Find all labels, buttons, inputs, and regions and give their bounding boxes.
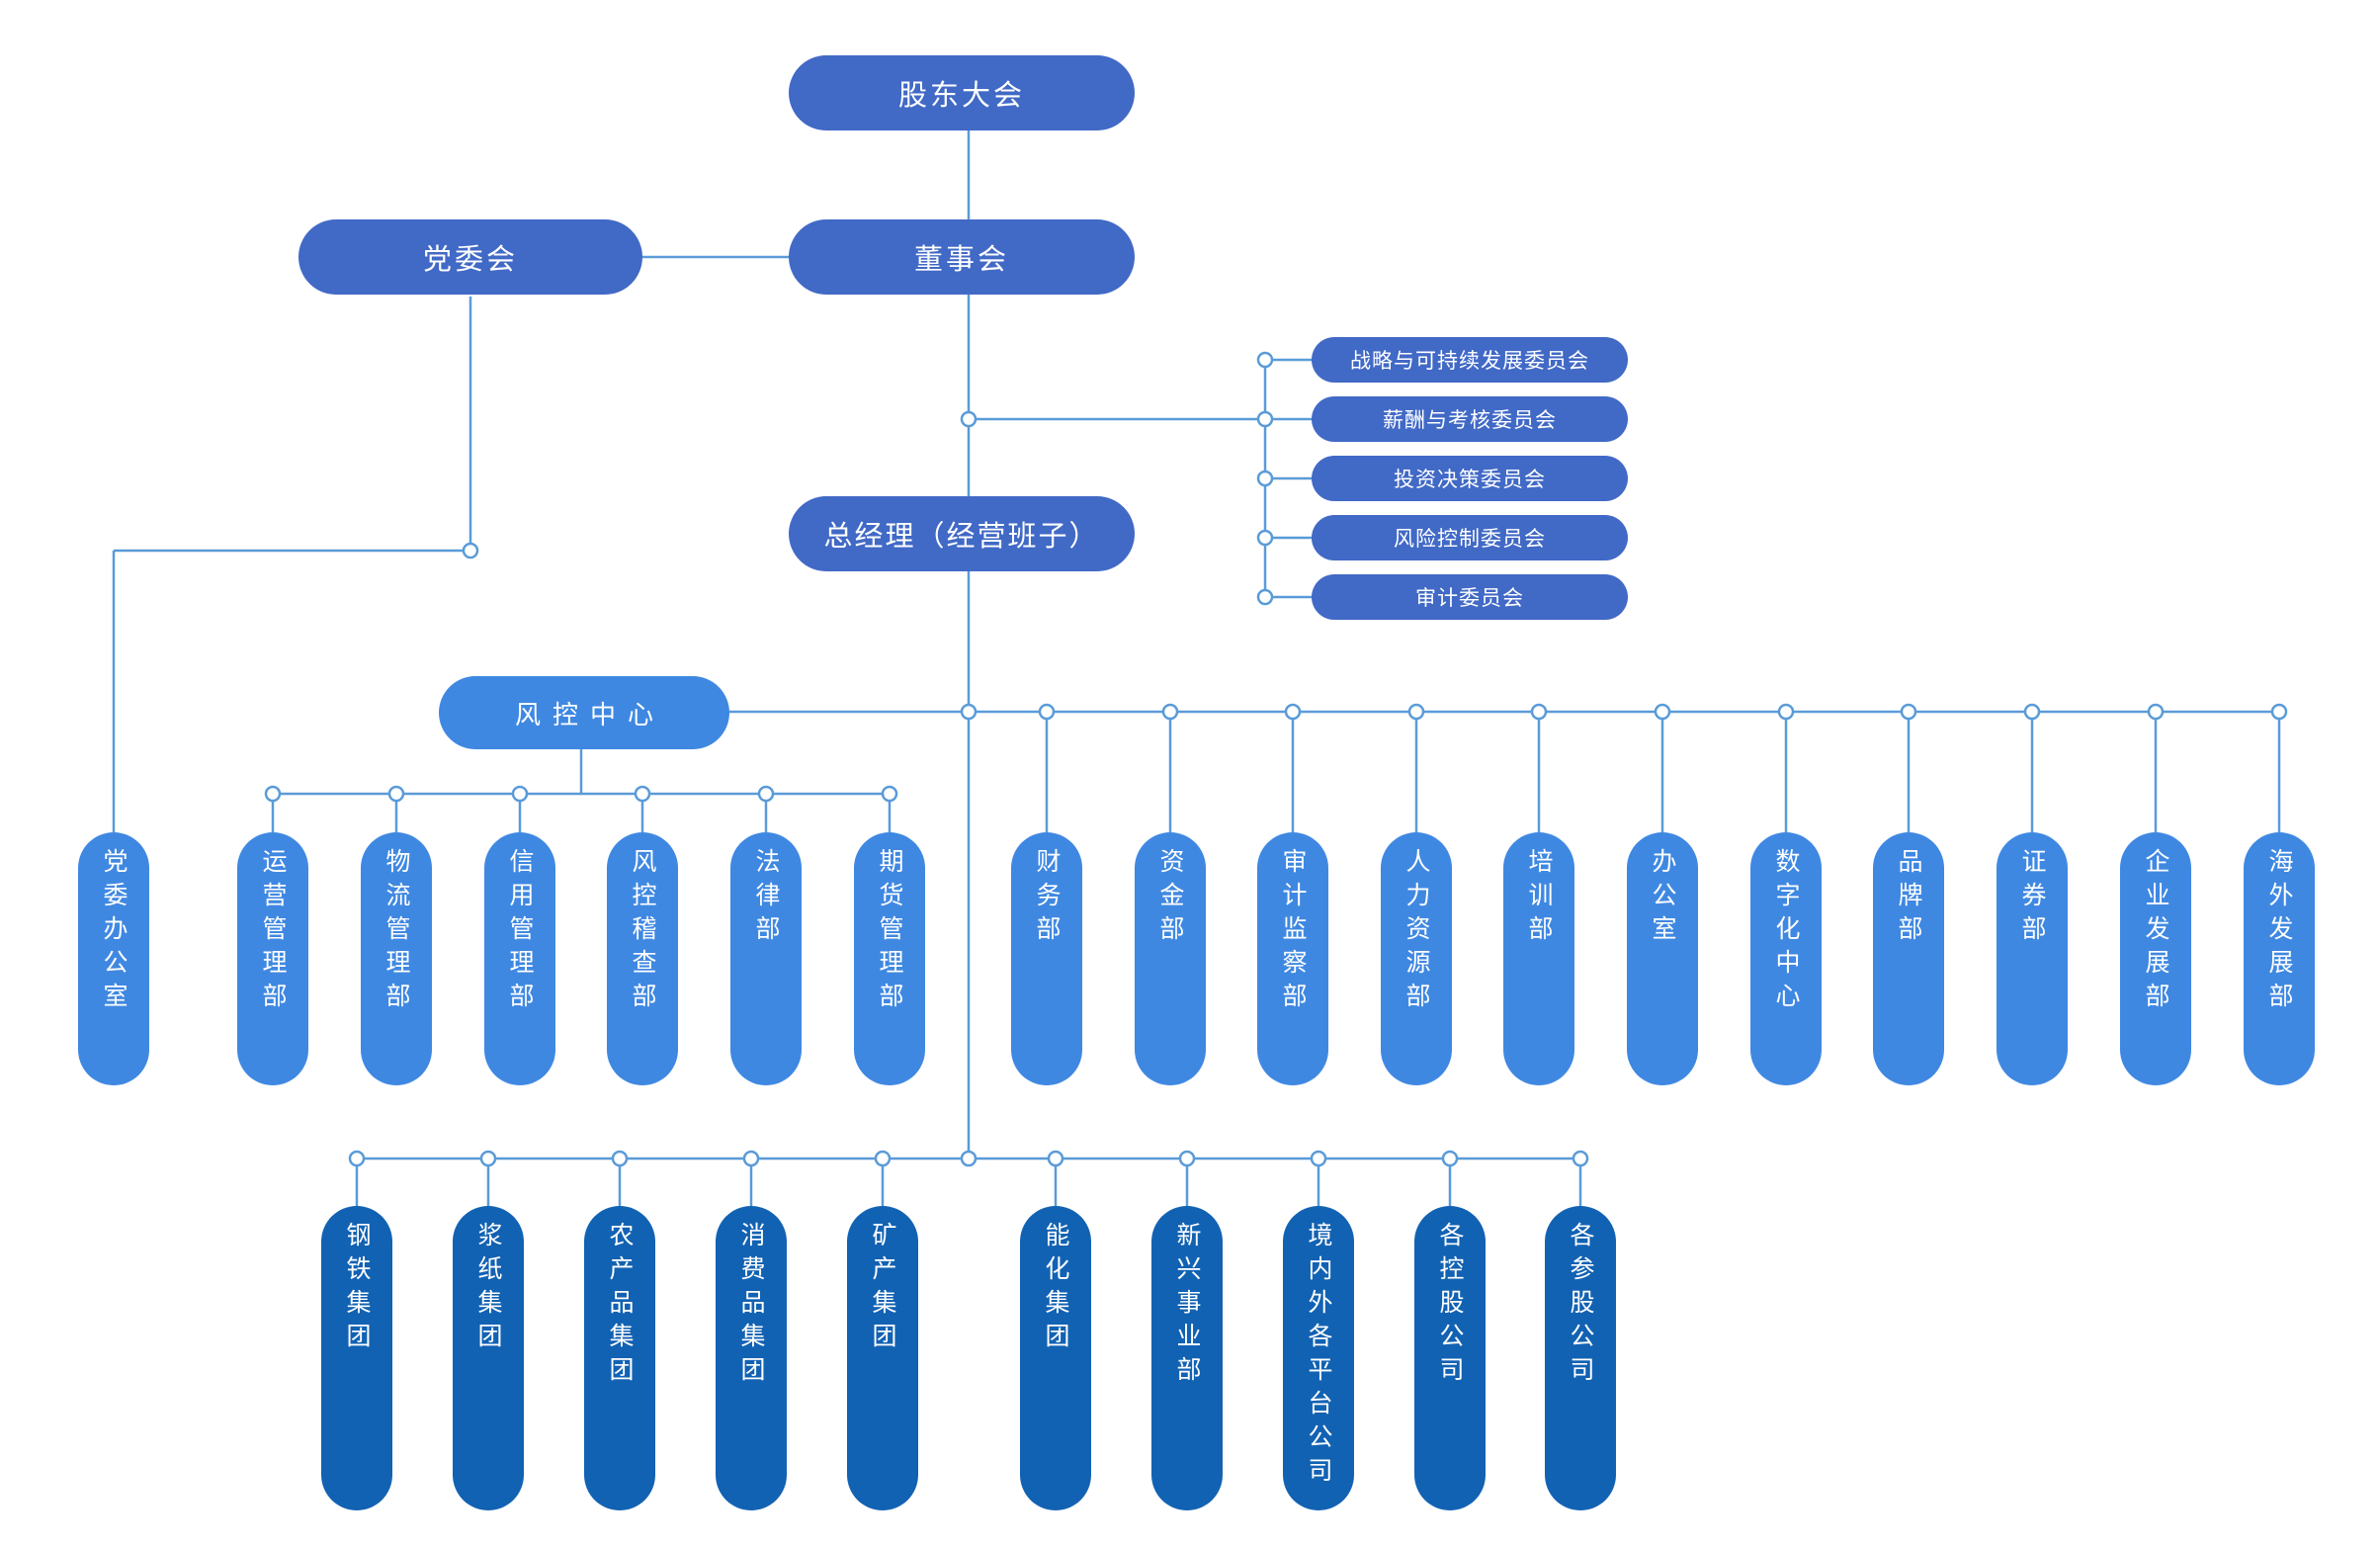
general-manager-node: 总经理（经营班子） — [789, 496, 1135, 571]
department-node: 证券部 — [1997, 832, 2068, 1085]
committee-audit: 审计委员会 — [1312, 574, 1628, 620]
party-office-node: 党委办公室 — [78, 832, 149, 1085]
department-node: 品牌部 — [1873, 832, 1944, 1085]
risk-center-node: 风控中心 — [439, 676, 729, 749]
department-node: 审计监察部 — [1257, 832, 1328, 1085]
committee-investment: 投资决策委员会 — [1312, 456, 1628, 501]
risk-department: 风控稽查部 — [607, 832, 678, 1085]
department-node: 财务部 — [1011, 832, 1082, 1085]
business-group-node: 境内外各平台公司 — [1283, 1206, 1354, 1510]
department-node: 人力资源部 — [1381, 832, 1452, 1085]
business-group-node: 矿产集团 — [847, 1206, 918, 1510]
committee-risk-control: 风险控制委员会 — [1312, 515, 1628, 560]
department-node: 数字化中心 — [1750, 832, 1822, 1085]
committee-strategy: 战略与可持续发展委员会 — [1312, 337, 1628, 383]
risk-department: 法律部 — [730, 832, 802, 1085]
party-committee-node: 党委会 — [298, 219, 642, 295]
department-node: 资金部 — [1135, 832, 1206, 1085]
business-group-node: 浆纸集团 — [453, 1206, 524, 1510]
department-node: 企业发展部 — [2120, 832, 2191, 1085]
risk-department: 信用管理部 — [484, 832, 555, 1085]
business-group-node: 消费品集团 — [716, 1206, 787, 1510]
department-node: 培训部 — [1503, 832, 1574, 1085]
department-node: 海外发展部 — [2244, 832, 2315, 1085]
department-node: 办公室 — [1627, 832, 1698, 1085]
shareholders-meeting-node: 股东大会 — [789, 55, 1135, 130]
risk-department: 物流管理部 — [361, 832, 432, 1085]
risk-department: 期货管理部 — [854, 832, 925, 1085]
business-group-node: 新兴事业部 — [1151, 1206, 1223, 1510]
risk-department: 运营管理部 — [237, 832, 308, 1085]
board-node: 董事会 — [789, 219, 1135, 295]
business-group-node: 农产品集团 — [584, 1206, 655, 1510]
business-group-node: 各控股公司 — [1414, 1206, 1486, 1510]
committee-compensation: 薪酬与考核委员会 — [1312, 396, 1628, 442]
business-group-node: 各参股公司 — [1545, 1206, 1616, 1510]
business-group-node: 能化集团 — [1020, 1206, 1091, 1510]
business-group-node: 钢铁集团 — [321, 1206, 392, 1510]
